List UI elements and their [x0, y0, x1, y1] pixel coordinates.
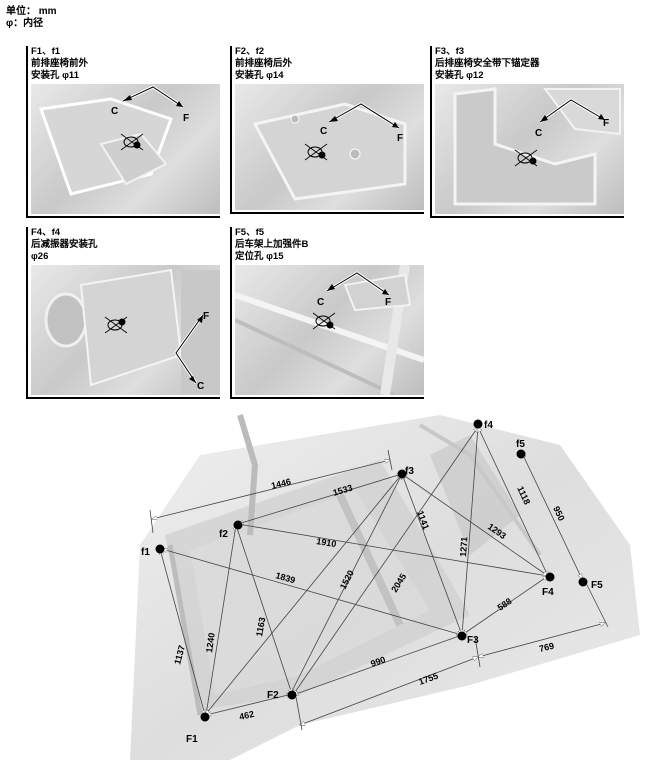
dim-1446: 1446: [270, 476, 292, 491]
axis-f-label: F: [603, 118, 609, 129]
label-f4: f4: [484, 420, 493, 431]
dim-1240: 1240: [204, 632, 217, 653]
label-f3: f3: [405, 466, 414, 477]
label-f1: f1: [141, 547, 150, 558]
point-f4: [473, 419, 483, 429]
panel-photo: F C: [31, 265, 220, 395]
dim-1271: 1271: [458, 536, 469, 557]
hole-target-icon: [304, 143, 328, 161]
panel-photo: C F: [235, 265, 424, 395]
hole-target-icon: [312, 312, 336, 330]
axis-f-label: F: [203, 311, 209, 322]
axis-c-label: C: [317, 297, 324, 308]
axis-f-label: F: [385, 297, 391, 308]
hole-target-icon: [514, 149, 538, 167]
hole-target-icon: [104, 316, 128, 334]
point-f1: [155, 544, 165, 554]
point-F2: [287, 690, 297, 700]
axis-c-label: C: [320, 126, 327, 137]
dim-990: 990: [369, 654, 387, 669]
point-F5: [578, 577, 588, 587]
label-F2: F2: [267, 690, 279, 701]
label-f2: f2: [219, 529, 228, 540]
point-f2: [233, 520, 243, 530]
panel-photo: C F: [235, 84, 424, 210]
label-F5: F5: [591, 580, 603, 591]
label-F4: F4: [542, 587, 554, 598]
dim-462: 462: [238, 709, 255, 722]
panel-photo: C F: [31, 84, 220, 214]
axis-c-label: C: [197, 381, 204, 392]
dim-1137: 1137: [172, 644, 187, 665]
diameter-label: φ：内径: [6, 18, 44, 29]
label-f5: f5: [516, 439, 525, 450]
dim-769: 769: [538, 641, 555, 654]
point-f3: [397, 469, 407, 479]
chassis-dimension-diagram: 1446 1533 1910 1839 1520 2045 1141 1271 …: [0, 395, 645, 760]
axis-c-label: C: [111, 106, 118, 117]
unit-label: 单位： mm: [6, 6, 57, 17]
label-F1: F1: [186, 734, 198, 745]
label-F3: F3: [467, 635, 479, 646]
vehicle-floor-image: [130, 414, 640, 760]
point-F4: [545, 572, 555, 582]
dim-1910: 1910: [316, 536, 337, 549]
panel-photo: C F: [435, 84, 624, 214]
axis-f-label: F: [183, 113, 189, 124]
chassis-svg: 1446 1533 1910 1839 1520 2045 1141 1271 …: [130, 414, 640, 760]
dim-1163: 1163: [254, 616, 267, 637]
hole-target-icon: [120, 133, 144, 151]
point-f5: [516, 449, 526, 459]
axis-c-label: C: [535, 128, 542, 139]
measurement-points: [155, 419, 588, 722]
axis-f-label: F: [397, 133, 403, 144]
point-F1: [200, 712, 210, 722]
point-F3: [457, 631, 467, 641]
